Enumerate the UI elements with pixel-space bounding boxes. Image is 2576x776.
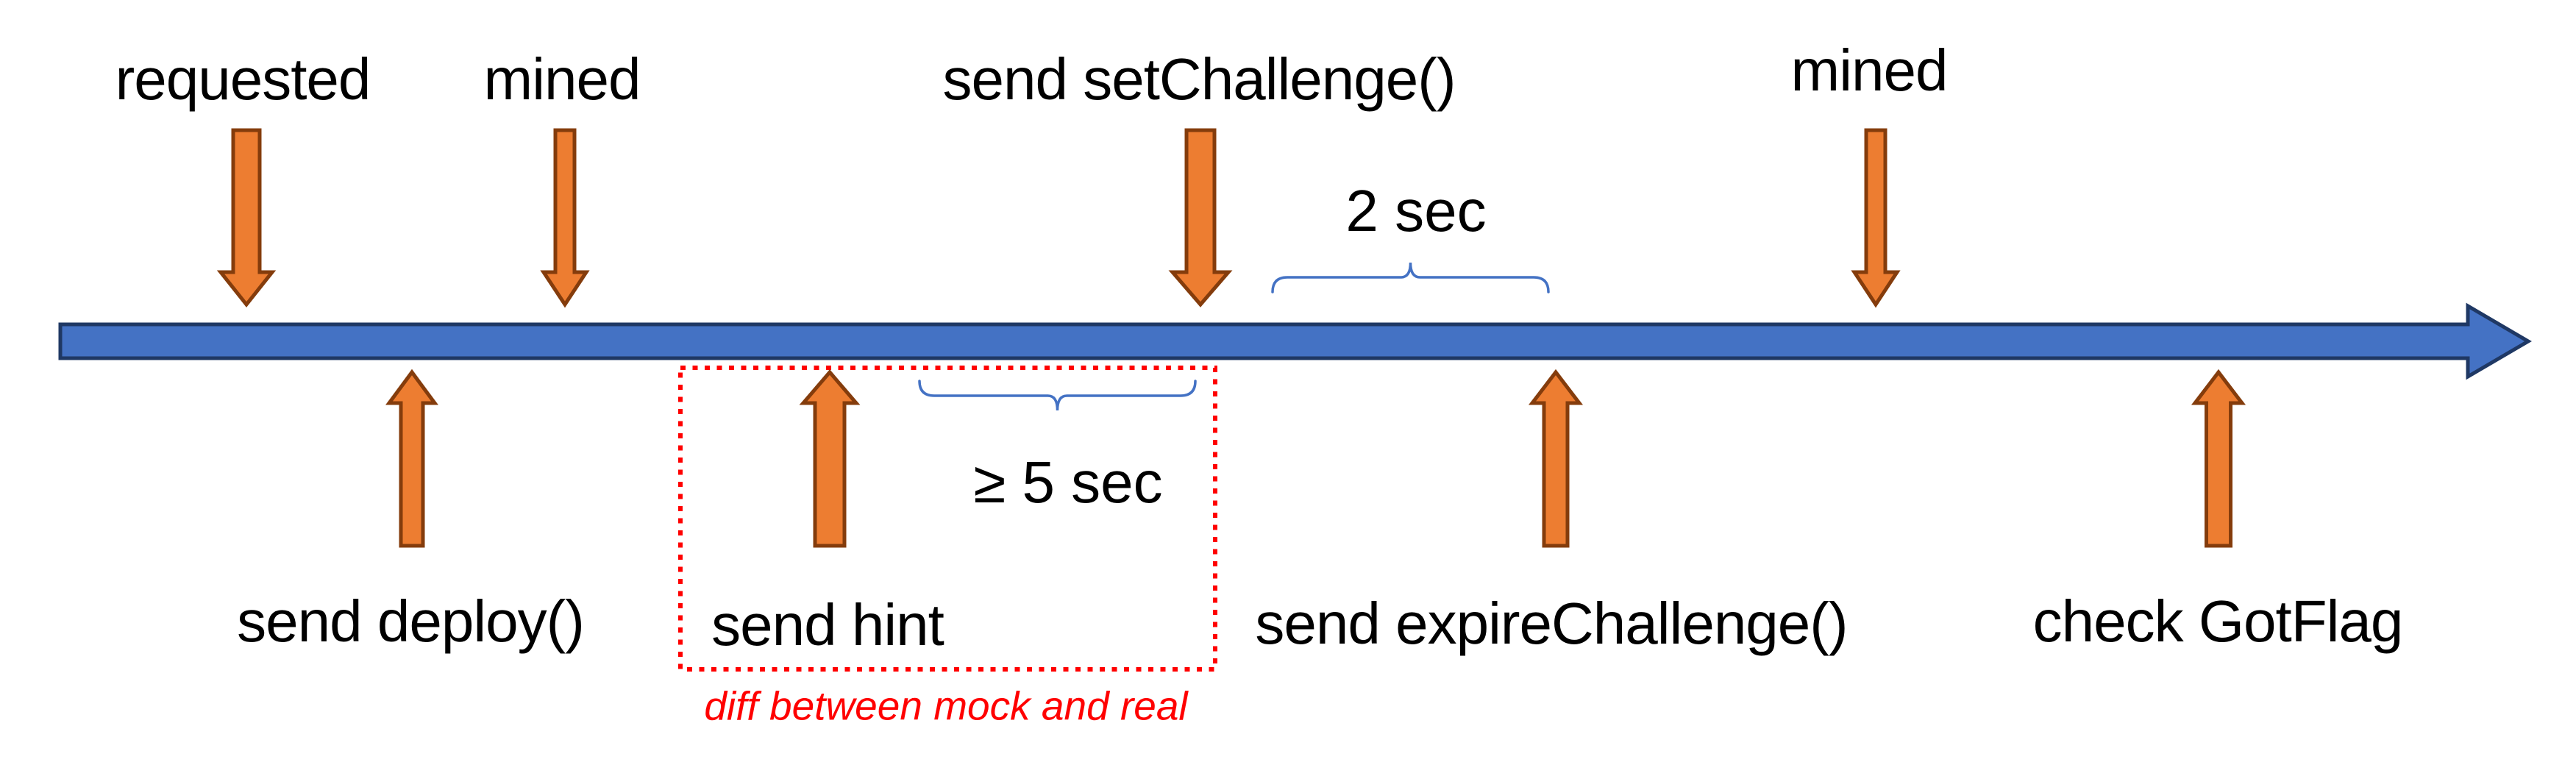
event-label-below-1: send hint: [711, 592, 944, 658]
event-arrow-up-0: [385, 369, 438, 548]
event-arrow-down-2: [1168, 128, 1233, 307]
highlight-box: [678, 366, 1217, 672]
event-label-below-3: check GotFlag: [2032, 588, 2404, 654]
interval-brace-1: [918, 380, 1197, 411]
highlight-note: diff between mock and real: [704, 683, 1188, 729]
event-arrow-up-2: [1528, 369, 1584, 548]
event-arrow-down-3: [1851, 128, 1901, 308]
event-label-above-0: requested: [115, 46, 371, 112]
event-arrow-down-1: [540, 128, 590, 308]
event-arrow-down-0: [216, 128, 277, 308]
event-label-above-2: send setChallenge(): [942, 46, 1456, 112]
interval-brace-0: [1271, 262, 1550, 293]
interval-label-1: ≥ 5 sec: [973, 449, 1163, 515]
interval-label-0: 2 sec: [1345, 178, 1487, 243]
timeline-arrow: [58, 302, 2532, 380]
event-label-below-2: send expireChallenge(): [1255, 591, 1848, 656]
event-label-below-0: send deploy(): [237, 588, 585, 654]
event-arrow-up-1: [799, 369, 861, 548]
event-label-above-1: mined: [483, 46, 641, 112]
event-label-above-3: mined: [1790, 38, 1949, 103]
event-arrow-up-3: [2191, 369, 2246, 548]
